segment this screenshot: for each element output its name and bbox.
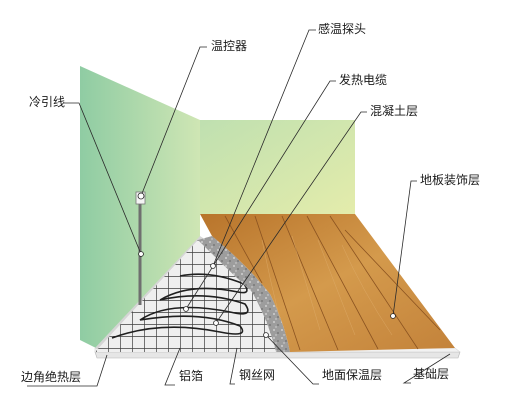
label-heating-cable: 发热电缆 <box>339 73 388 87</box>
wood-plank-seams <box>224 215 441 351</box>
label-edge-insulation: 边角绝热层 <box>21 370 82 384</box>
label-base-layer: 基础层 <box>413 367 450 381</box>
label-floor-finish: 地板装饰层 <box>420 173 481 187</box>
label-aluminum-foil: 铝箔 <box>179 369 204 383</box>
concrete-layer-band <box>198 236 290 352</box>
label-sensor-probe: 感温探头 <box>318 22 367 36</box>
label-ground-insulation: 地面保温层 <box>322 368 383 382</box>
base-slab <box>94 351 461 359</box>
leader-lines <box>27 29 451 387</box>
wood-grain <box>261 235 393 336</box>
label-thermostat: 温控器 <box>211 39 248 53</box>
back-wall <box>200 120 355 214</box>
heating-cable-loop <box>111 273 249 339</box>
label-steel-mesh: 钢丝网 <box>239 368 276 382</box>
label-cold-lead: 冷引线 <box>29 95 66 109</box>
leader-endpoints <box>137 192 396 338</box>
label-concrete-layer: 混凝土层 <box>370 104 419 118</box>
